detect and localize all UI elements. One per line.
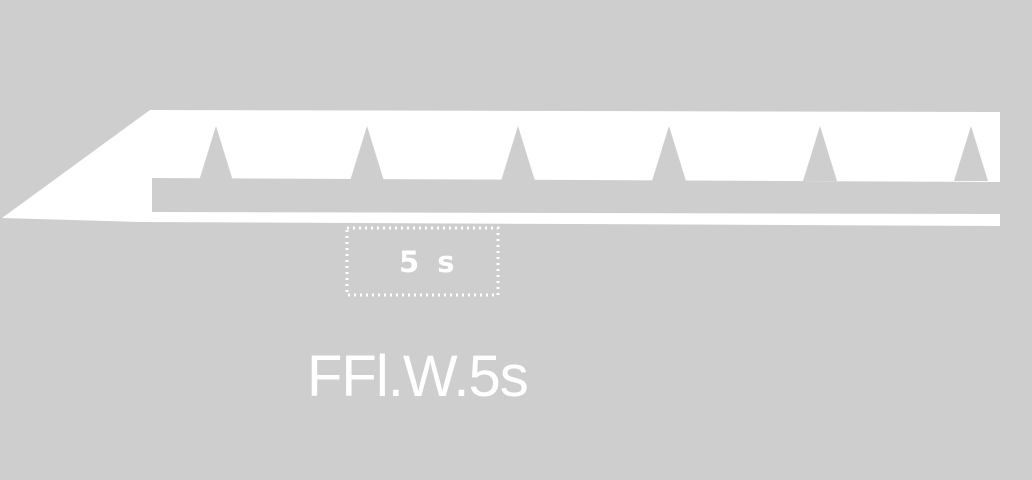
flash-peak: [199, 126, 233, 181]
flash-peak: [803, 126, 837, 181]
period-bracket: [345, 226, 500, 297]
flash-peak: [652, 126, 686, 181]
flash-peak: [350, 126, 384, 181]
light-character-code: FFl.W.5s: [307, 344, 528, 409]
beam-wedge: [2, 110, 1000, 226]
flash-peaks: [199, 126, 988, 181]
period-label: 5 s: [399, 245, 459, 279]
flash-peak: [954, 126, 988, 181]
flash-peak: [501, 126, 535, 181]
